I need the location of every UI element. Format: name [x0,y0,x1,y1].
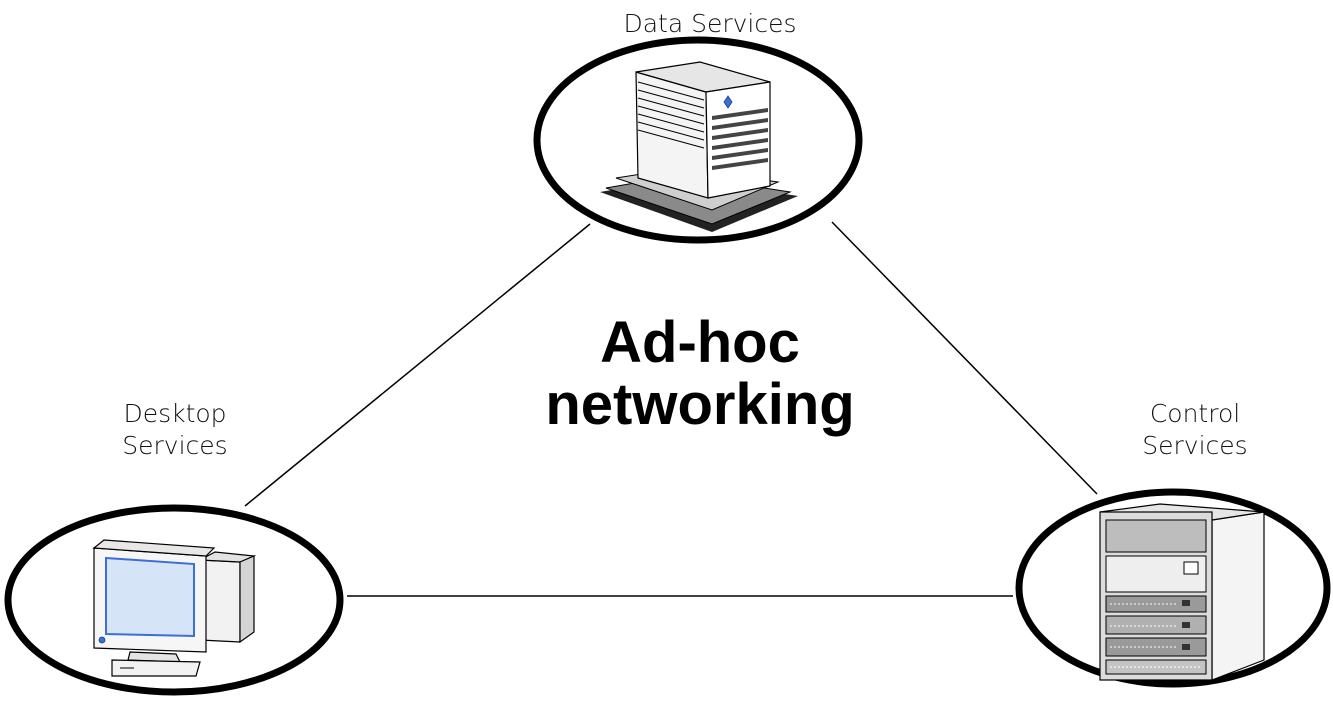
control-services-label: Control Services [1100,398,1290,462]
desktop-services-node [4,504,344,696]
control-services-node [1015,488,1331,688]
desktop-services-label-line1: Desktop [123,399,227,428]
link-data-desktop [244,223,591,507]
monitor-screen [105,556,195,638]
control-services-label-line1: Control [1149,399,1241,428]
data-services-label-text: Data Services [623,9,797,38]
diagram-title-line1: Ad-hoc [600,310,800,375]
data-services-node [533,36,863,244]
control-rack-icon [1099,503,1265,681]
diamond-logo-icon [723,95,733,109]
control-services-label-line2: Services [1142,431,1248,460]
desktop-services-label: Desktop Services [80,398,270,462]
data-server-icon [600,61,798,232]
link-data-control [831,221,1098,495]
data-services-label: Data Services [560,8,860,40]
diagram-title-line2: networking [545,372,855,437]
desktop-services-label-line2: Services [122,431,228,460]
desktop-monitor-icon [92,539,257,677]
diagram-title: Ad-hoc networking [480,312,920,436]
